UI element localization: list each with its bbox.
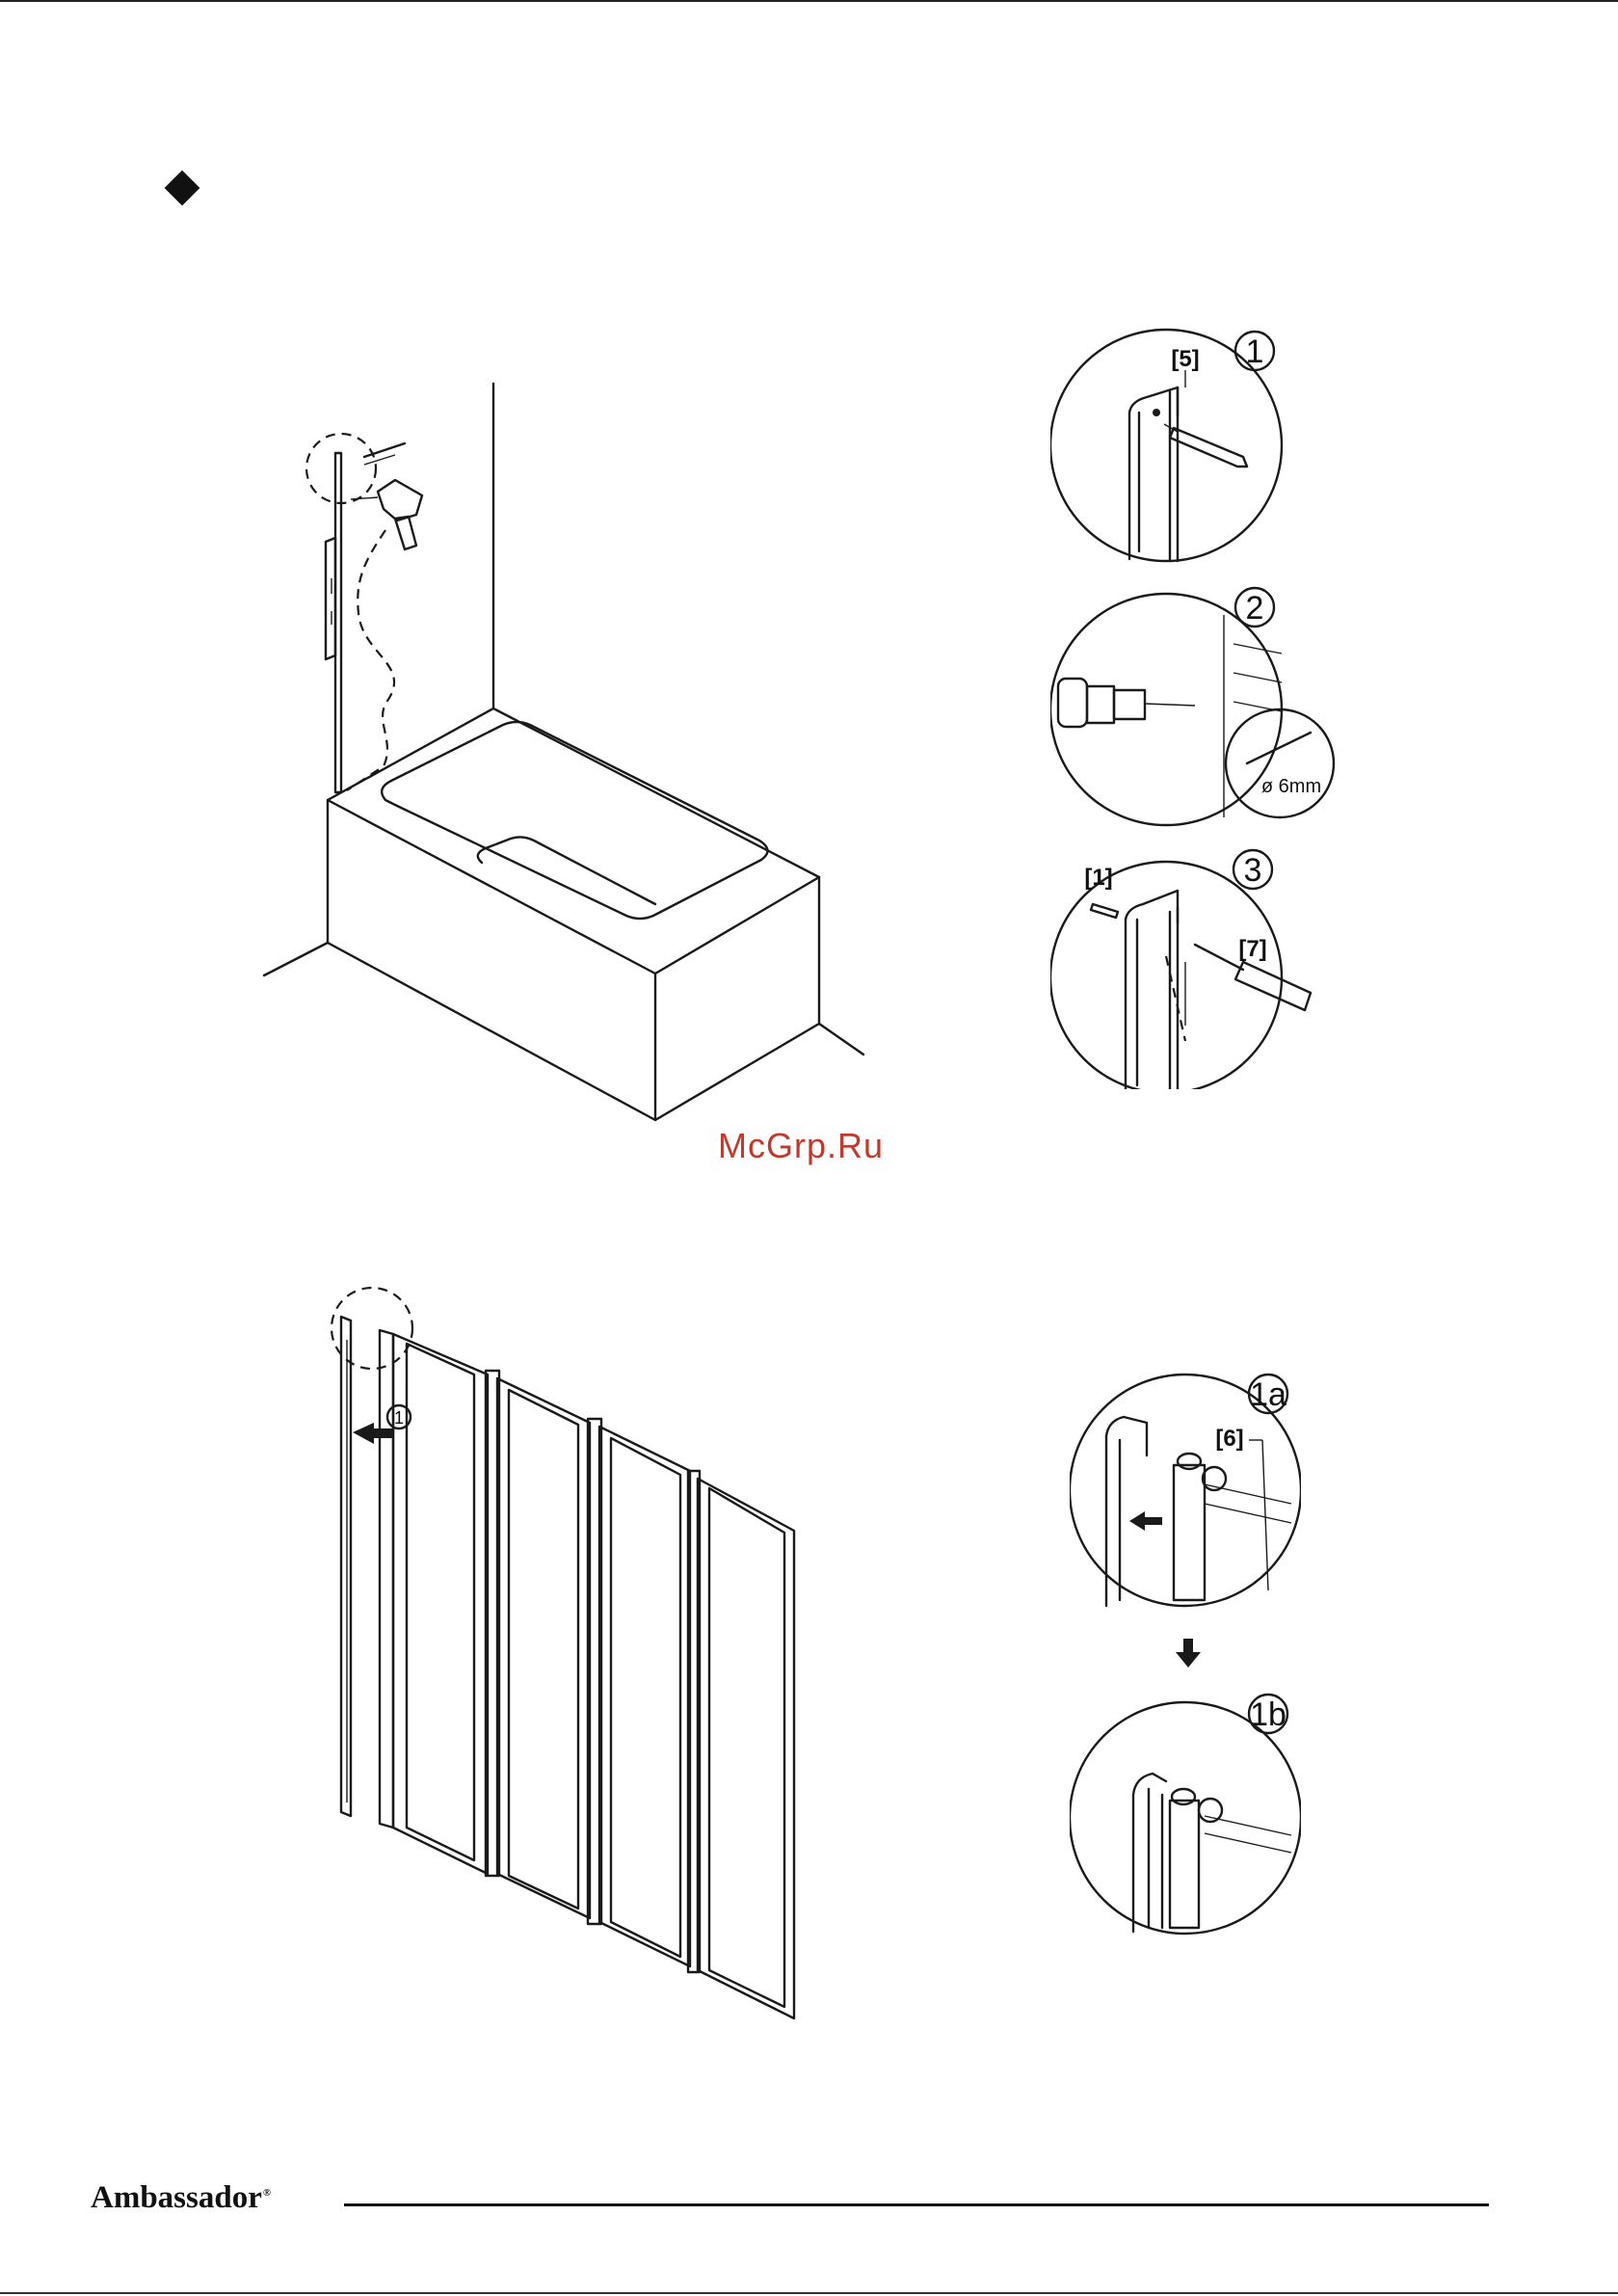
- callout-number: 1: [394, 1408, 404, 1428]
- part-label-plug: [1]: [1084, 865, 1112, 891]
- part-label-screw: [7]: [1238, 936, 1266, 962]
- mark-dot: [1153, 409, 1160, 416]
- part-label: [6]: [1215, 1426, 1243, 1452]
- detail-number: 2: [1246, 590, 1264, 627]
- brand-name: Ambassador: [91, 2180, 262, 2215]
- detail-1-mark-hole: 1 [5]: [1050, 320, 1291, 571]
- top-border: [0, 0, 1618, 2]
- drill-icon: [1058, 679, 1195, 727]
- part-label: [5]: [1171, 346, 1199, 372]
- detail-number: 1: [1246, 334, 1264, 370]
- detail-3-fix-profile: 3 [1] [7]: [1050, 848, 1339, 1089]
- folding-screen-illustration: 1: [318, 1282, 838, 2043]
- detail-1b-profile-fitted: 1b: [1070, 1689, 1301, 1939]
- detail-number: 1a: [1250, 1376, 1286, 1413]
- bottom-border: [0, 2292, 1618, 2294]
- footer-divider: [344, 2203, 1489, 2206]
- drill-size-label: ø 6mm: [1261, 776, 1321, 797]
- brand-registered-mark: ®: [263, 2187, 271, 2199]
- arrow-down-icon: [1176, 1639, 1201, 1668]
- detail-number: 1b: [1250, 1696, 1286, 1733]
- detail-number: 3: [1244, 852, 1262, 889]
- drill-icon: [351, 480, 422, 549]
- bathtub-wall-profile-illustration: [251, 376, 887, 1128]
- diamond-bullet-icon: [165, 171, 200, 206]
- detail-2-drill-hole: 2 ø 6mm: [1050, 586, 1349, 837]
- detail-1a-insert-profile: 1a [6]: [1070, 1359, 1301, 1610]
- brand-logo: Ambassador®: [91, 2180, 271, 2216]
- watermark: McGrp.Ru: [718, 1126, 884, 1166]
